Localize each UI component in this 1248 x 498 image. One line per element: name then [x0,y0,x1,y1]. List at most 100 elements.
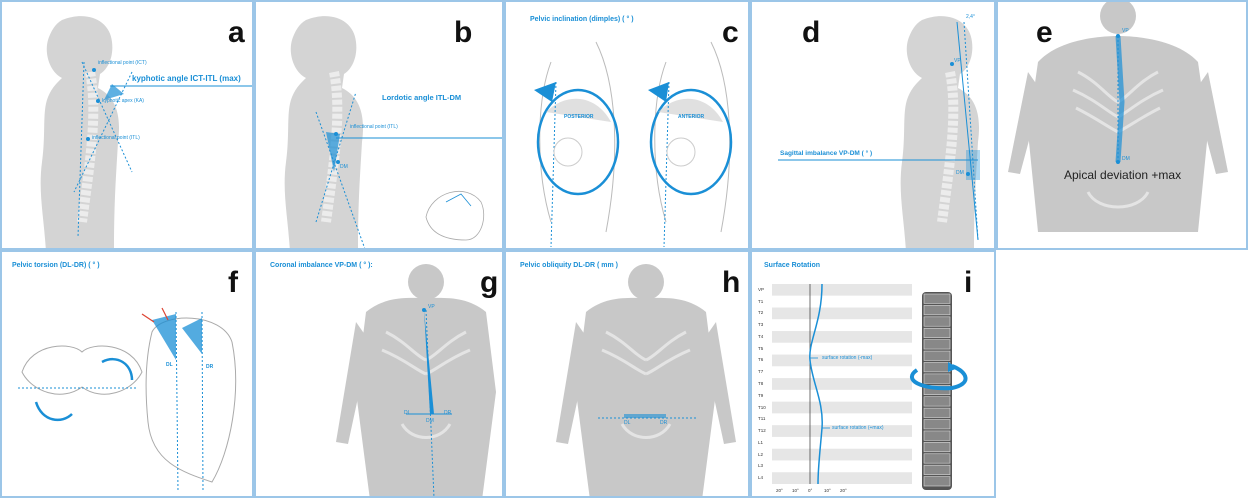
level-band [772,449,912,461]
apical-deviation-label: Apical deviation +max [1064,168,1181,182]
column-segment [924,442,950,451]
column-segment [924,340,950,349]
level-label: T2 [758,310,763,315]
dm-label-d: DM [956,170,964,176]
level-band [772,390,912,402]
coronal-imbalance-title: Coronal imbalance VP-DM ( ° ): [270,262,373,269]
panel-g: g Coronal imbalance VP-DM ( ° ): VP DM D… [254,250,504,498]
level-label: T1 [758,299,763,304]
level-band [772,378,912,390]
panel-e-letter: e [1036,18,1053,48]
panel-g-illustration [256,252,504,498]
level-band [772,472,912,484]
level-band [772,437,912,449]
dl-label-f: DL [166,362,173,368]
tick-label: 20° [840,488,847,493]
level-label: T4 [758,334,763,339]
itl-label-b: inflectional point (ITL) [350,124,398,130]
surface-rotation-chart [752,252,996,498]
level-band [772,366,912,378]
panel-c-letter: c [722,18,739,48]
dr-label-f: DR [206,364,213,370]
posterior-label: POSTERIOR [564,114,593,120]
level-label: L3 [758,463,763,468]
panel-i-letter: i [964,268,972,298]
ka-label: kyphotic apex (KA) [102,98,144,104]
panel-h-letter: h [722,268,740,298]
dm-label-e: DM [1122,156,1130,162]
column-segment [924,408,950,417]
lordotic-angle-label: Lordotic angle ITL-DM [382,93,461,102]
level-label: L4 [758,475,763,480]
level-band [772,413,912,425]
vp-label-d: VP [954,58,961,64]
vp-label-g: VP [428,304,435,310]
panel-a: a kyphotic angle ICT-ITL (max) inflectio… [0,0,254,250]
panel-b-letter: b [454,18,472,48]
level-label: T6 [758,357,763,362]
tick-label: 10° [824,488,831,493]
rotation-pos-label: surface rotation (+max) [832,425,884,431]
level-label: T12 [758,428,766,433]
panel-b: b Lordotic angle ITL-DM inflectional poi… [254,0,504,250]
panel-h: h Pelvic obliquity DL-DR ( mm ) DL DR [504,250,750,498]
tick-label: 20° [776,488,783,493]
tick-label: 0° [808,488,812,493]
column-segment [924,305,950,314]
column-segment [924,397,950,406]
panel-g-letter: g [480,268,498,298]
surface-rotation-title: Surface Rotation [764,262,820,269]
column-segment [924,431,950,440]
dm-label-g: DM [426,418,434,424]
dr-label-h: DR [660,420,667,426]
column-segment [924,465,950,474]
dr-label-g: DR [444,410,451,416]
rotation-neg-label: surface rotation (-max) [822,355,872,361]
panel-d: d Sagittal imbalance VP-DM ( ° ) 2,4° VP… [750,0,996,250]
column-segment [924,477,950,486]
panel-a-illustration [2,2,254,250]
column-segment [924,362,950,371]
vp-label-e: VP [1122,28,1129,34]
level-band [772,460,912,472]
panel-f-illustration [2,252,254,498]
panel-f: f Pelvic torsion (DL-DR) ( ° ) DL DR [0,250,254,498]
panel-i: i Surface Rotation surface rotation (-ma… [750,250,996,498]
level-label: T5 [758,346,763,351]
panel-h-illustration [506,252,750,498]
pelvic-torsion-title: Pelvic torsion (DL-DR) ( ° ) [12,262,100,269]
level-band [772,331,912,343]
level-label: L1 [758,440,763,445]
level-label: T9 [758,393,763,398]
column-segment [924,317,950,326]
kyphotic-angle-label: kyphotic angle ICT-ITL (max) [132,74,241,83]
pelvic-obliquity-title: Pelvic obliquity DL-DR ( mm ) [520,262,618,269]
dl-label-h: DL [624,420,630,426]
panel-c: c Pelvic inclination (dimples) ( ° ) POS… [504,0,750,250]
level-band [772,343,912,355]
dl-label-g: DL [404,410,410,416]
level-label: T10 [758,405,766,410]
anterior-label: ANTERIOR [678,114,704,120]
level-label: VP [758,287,764,292]
level-band [772,296,912,308]
itl-label: inflectional point (ITL) [92,135,140,141]
panel-a-letter: a [228,18,245,48]
level-label: L2 [758,452,763,457]
empty-panel [996,250,1248,498]
panel-f-letter: f [228,268,238,298]
column-segment [924,420,950,429]
tick-label: 10° [792,488,799,493]
panel-e: e Apical deviation +max VP DM [996,0,1248,250]
ict-label: inflectional point (ICT) [98,60,147,66]
level-label: T3 [758,322,763,327]
level-label: T7 [758,369,763,374]
dm-label-b: DM [340,164,348,170]
level-band [772,308,912,320]
panel-d-illustration [752,2,996,250]
level-band [772,284,912,296]
pelvic-inclination-title: Pelvic inclination (dimples) ( ° ) [530,16,634,23]
column-segment [924,351,950,360]
column-segment [924,294,950,303]
